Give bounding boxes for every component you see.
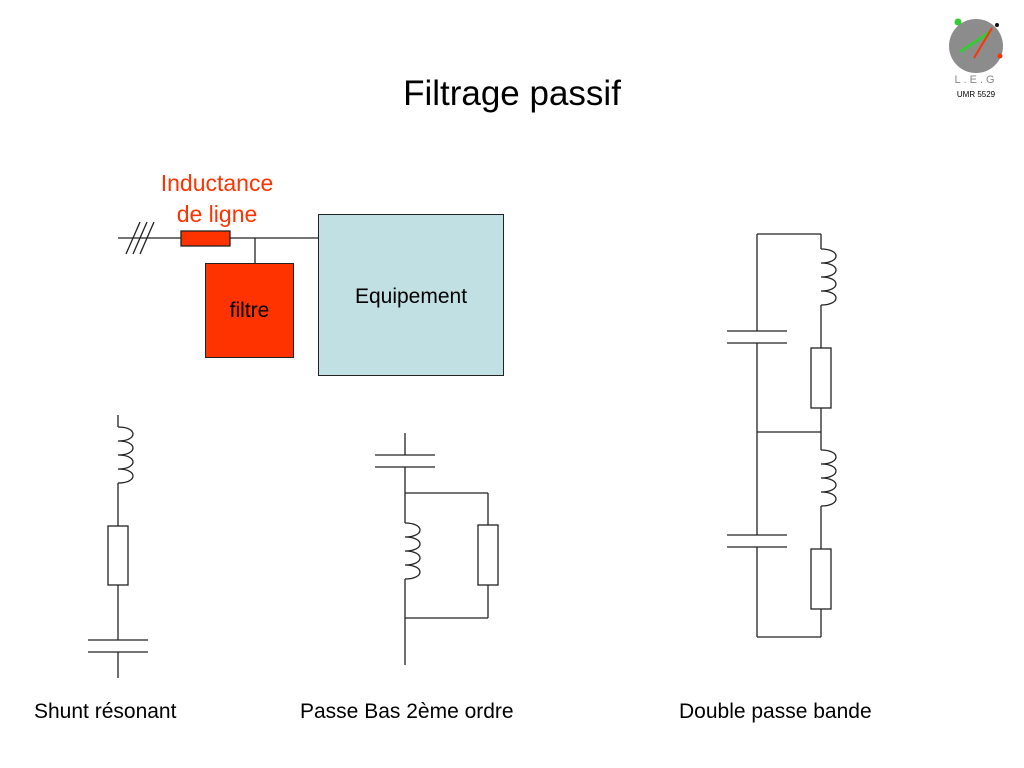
logo-emblem-icon	[949, 18, 1003, 73]
bandpass-resistor-upper	[810, 347, 832, 409]
bandpass-resistor-lower	[810, 548, 832, 610]
lowpass-circuit	[375, 433, 499, 665]
shunt-inductor	[117, 426, 134, 484]
bandpass-inductor-lower	[820, 449, 837, 507]
caption-lowpass: Passe Bas 2ème ordre	[300, 700, 514, 723]
logo-subtitle: UMR 5529	[956, 90, 996, 99]
logo-letters: L.E.G	[954, 74, 998, 86]
bandpass-inductor-upper	[820, 248, 837, 306]
power-line	[118, 221, 318, 263]
line-inductance-label: Inductance de ligne	[142, 168, 292, 230]
lowpass-resistor	[477, 524, 499, 586]
line-inductance-resistor	[180, 230, 231, 247]
leg-logo: L.E.G UMR 5529	[944, 14, 1008, 104]
caption-double-bandpass: Double passe bande	[679, 700, 872, 723]
equipment-label: Equipement	[354, 285, 468, 308]
equipment-block: Equipement	[318, 214, 504, 376]
filter-label: filtre	[229, 298, 270, 322]
double-bandpass-circuit	[727, 233, 837, 638]
line-inductance-label-line1: Inductance	[160, 170, 274, 196]
lowpass-inductor	[404, 522, 421, 580]
caption-shunt-resonant: Shunt résonant	[34, 700, 177, 723]
filter-block: filtre	[205, 263, 294, 358]
slide-title: Filtrage passif	[403, 74, 621, 113]
line-inductance-label-line2: de ligne	[176, 201, 258, 227]
shunt-resistor	[107, 525, 129, 586]
shunt-resonant-circuit	[88, 415, 148, 678]
